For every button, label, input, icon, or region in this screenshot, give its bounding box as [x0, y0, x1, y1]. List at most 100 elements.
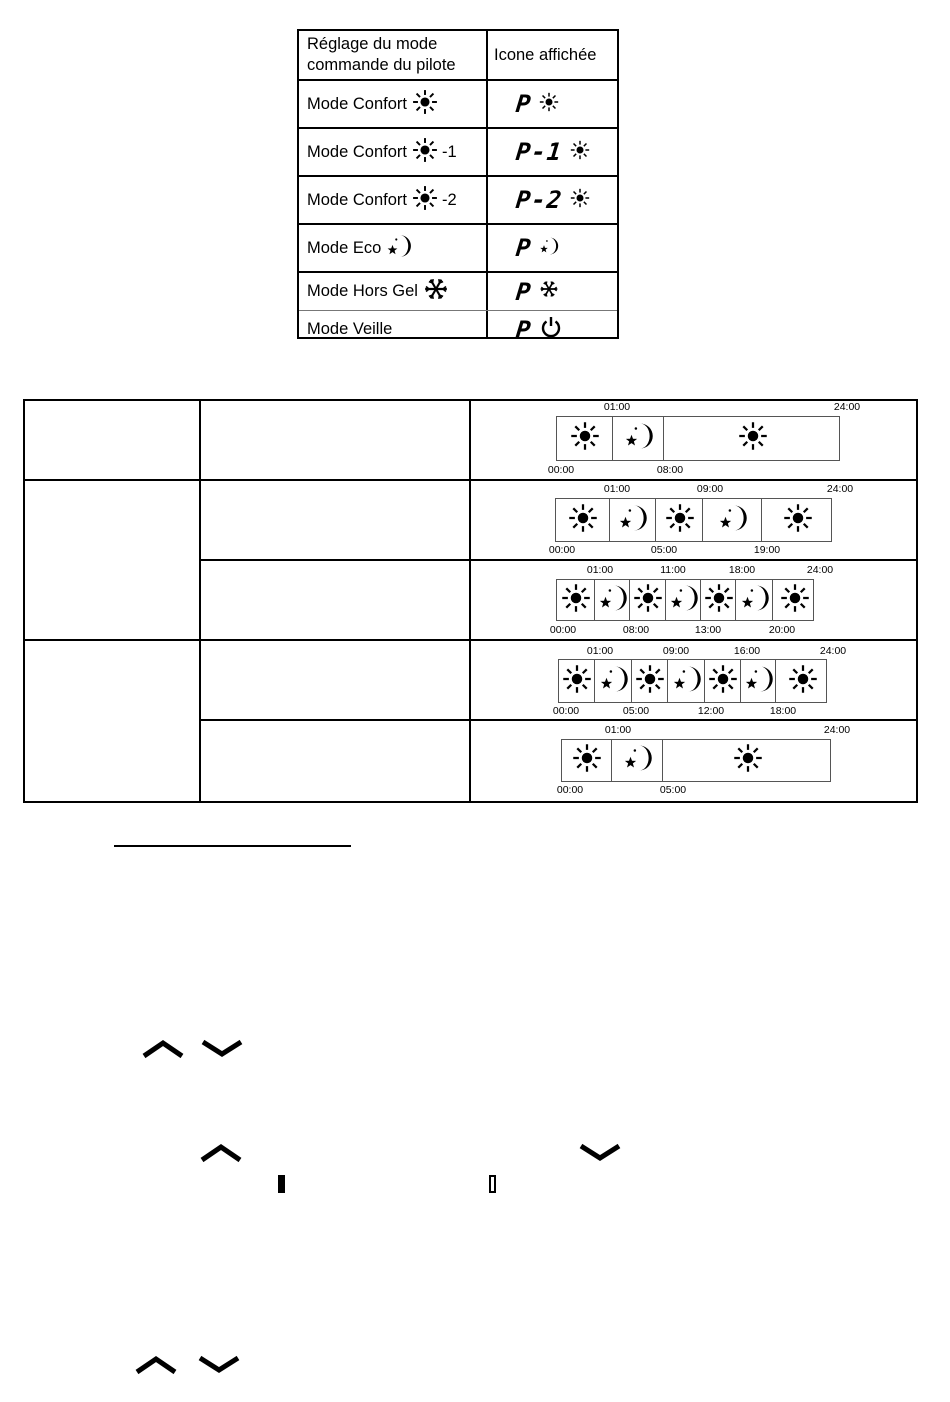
sun-icon: [788, 664, 818, 699]
comfort-segment: [562, 740, 611, 781]
mode-display-cell: P: [488, 311, 617, 348]
comfort-segment: [655, 499, 703, 541]
lcd-display-text: P: [514, 90, 533, 118]
eco-segment: [609, 499, 656, 541]
lcd-display-text: P: [514, 234, 533, 262]
time-label: 16:00: [733, 645, 761, 657]
mode-setting-cell: Mode Hors Gel: [299, 273, 486, 310]
time-label: 01:00: [603, 401, 631, 413]
time-label: 12:00: [697, 705, 725, 717]
moon-star-icon: [598, 583, 628, 618]
moon-star-icon: [669, 583, 699, 618]
lcd-display-text: P-1: [514, 138, 564, 166]
moon-star-icon: [744, 664, 774, 699]
sun-icon: [562, 664, 592, 699]
sun-icon: [570, 421, 600, 456]
time-label: 24:00: [823, 724, 851, 736]
time-label: 24:00: [806, 564, 834, 576]
eco-segment: [594, 660, 632, 702]
time-label: 01:00: [586, 645, 614, 657]
comfort-segment: [761, 499, 834, 541]
moon-star-icon: [539, 236, 559, 261]
mode-display-cell: P: [488, 81, 617, 127]
mode-display-cell: P-2: [488, 177, 617, 223]
snowflake-icon: [423, 276, 449, 307]
mode-display-cell: P: [488, 225, 617, 271]
mode-label: Mode Hors Gel: [307, 282, 418, 301]
moon-star-icon: [618, 503, 648, 538]
mode-row: Mode Hors Gel P: [299, 273, 617, 310]
sun-icon: [665, 503, 695, 538]
time-label: 01:00: [603, 483, 631, 495]
chevron-down-icon: [198, 1355, 240, 1373]
moon-star-icon: [599, 664, 629, 699]
lcd-display-text: P: [514, 277, 533, 306]
mode-row: Mode Veille P: [299, 311, 617, 348]
time-label: 13:00: [694, 624, 722, 636]
time-label: 01:00: [604, 724, 632, 736]
moon-star-icon: [718, 503, 748, 538]
comfort-segment: [557, 417, 612, 460]
comfort-segment: [775, 660, 829, 702]
mode-display-cell: P: [488, 273, 617, 310]
moon-star-icon: [386, 233, 412, 264]
schedule-table: 01:00 24:00 00:00 08:00 01:00 09:00 24:00 00:00…: [23, 399, 918, 803]
comfort-segment: [704, 660, 741, 702]
chevron-up-icon: [142, 1039, 184, 1059]
time-label: 08:00: [656, 464, 684, 476]
moon-star-icon: [740, 583, 770, 618]
time-label: 00:00: [552, 705, 580, 717]
eco-segment: [594, 580, 630, 620]
chevron-up-icon: [200, 1143, 242, 1163]
mode-row: Mode Eco P: [299, 225, 617, 271]
schedule-timeline: [558, 659, 827, 703]
header-setting-line2: commande du pilote: [307, 56, 456, 74]
mode-table-header: Réglage du mode commande du pilote Icone…: [299, 31, 617, 79]
sun-icon: [412, 89, 438, 120]
eco-segment: [740, 660, 776, 702]
time-label: 08:00: [622, 624, 650, 636]
mode-label: Mode Confort: [307, 190, 407, 209]
sun-icon: [412, 185, 438, 216]
header-setting: Réglage du mode commande du pilote: [299, 31, 486, 79]
sun-icon: [780, 583, 810, 618]
time-label: 00:00: [547, 464, 575, 476]
snowflake-icon: [539, 279, 559, 304]
time-label: 24:00: [826, 483, 854, 495]
time-label: 01:00: [586, 564, 614, 576]
schedule-timeline: [556, 416, 840, 461]
sun-icon: [412, 137, 438, 168]
moon-star-icon: [672, 664, 702, 699]
filled-bar-icon: [278, 1175, 285, 1193]
time-label: 00:00: [556, 784, 584, 796]
sun-icon: [704, 583, 734, 618]
time-label: 24:00: [819, 645, 847, 657]
eco-segment: [702, 499, 762, 541]
time-label: 05:00: [659, 784, 687, 796]
sun-icon: [570, 188, 590, 213]
comfort-segment: [559, 660, 594, 702]
comfort-segment: [772, 580, 816, 620]
mode-setting-cell: Mode Confort-2: [299, 177, 486, 223]
moon-star-icon: [623, 743, 653, 778]
comfort-segment: [556, 499, 609, 541]
mode-setting-cell: Mode Veille: [299, 311, 486, 348]
comfort-segment: [663, 417, 842, 460]
time-label: 18:00: [728, 564, 756, 576]
mode-setting-cell: Mode Eco: [299, 225, 486, 271]
sun-icon: [733, 743, 763, 778]
sun-icon: [708, 664, 738, 699]
comfort-segment: [700, 580, 736, 620]
mode-label: Mode Veille: [307, 320, 393, 339]
lcd-display-text: P-2: [514, 186, 564, 214]
chevron-down-icon: [579, 1143, 621, 1161]
time-label: 05:00: [622, 705, 650, 717]
schedule-timeline: [561, 739, 831, 782]
sun-icon: [633, 583, 663, 618]
moon-star-icon: [624, 421, 654, 456]
time-label: 19:00: [753, 544, 781, 556]
time-label: 09:00: [696, 483, 724, 495]
time-label: 09:00: [662, 645, 690, 657]
mode-label: Mode Eco: [307, 238, 382, 257]
